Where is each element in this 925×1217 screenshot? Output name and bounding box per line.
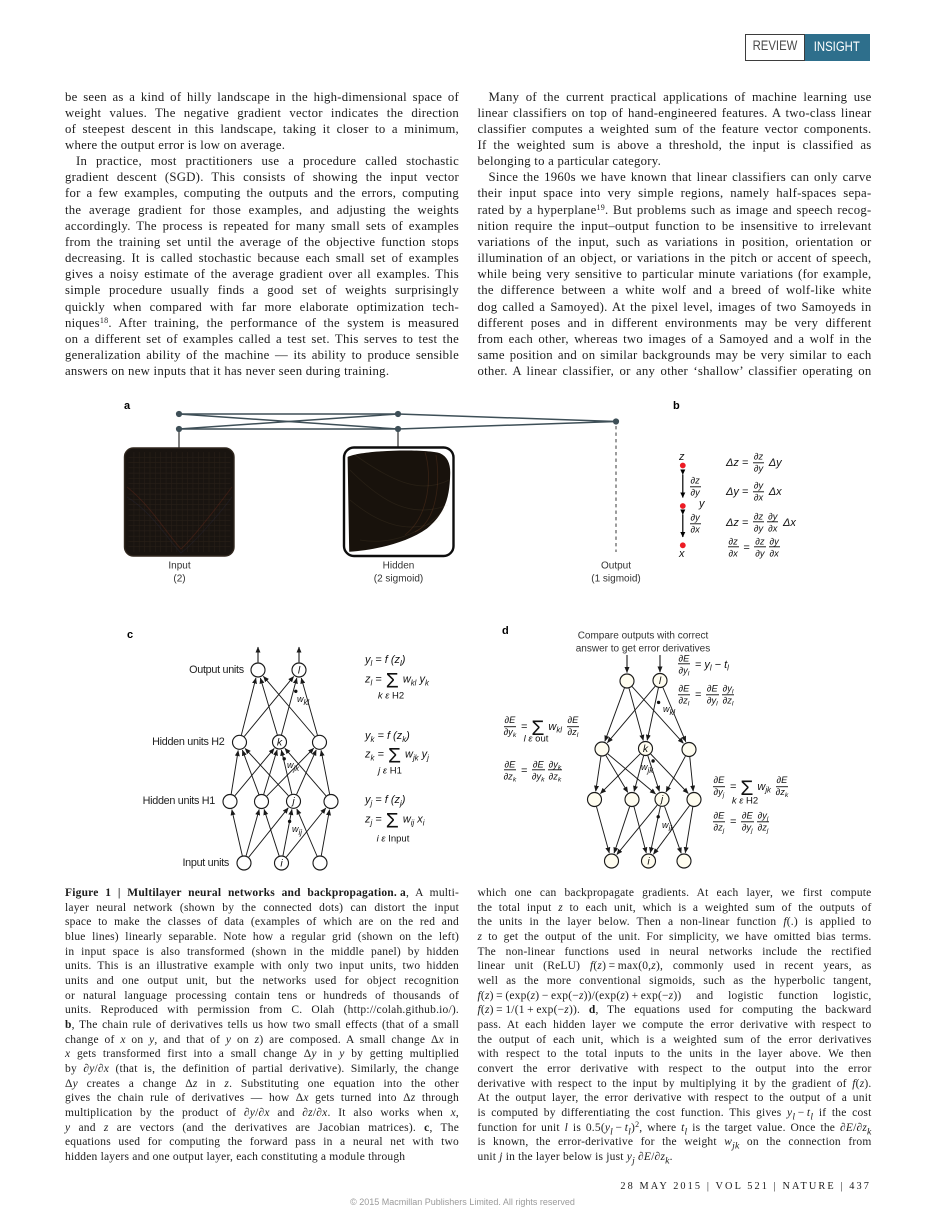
svg-text:l: l	[659, 675, 662, 687]
svg-text:i: i	[647, 855, 650, 867]
svg-text:i: i	[280, 857, 283, 869]
svg-text:k: k	[643, 743, 649, 755]
svg-text:k: k	[277, 736, 283, 748]
svg-text:j: j	[659, 794, 664, 806]
svg-text:l: l	[298, 664, 301, 676]
svg-text:j: j	[290, 796, 295, 808]
